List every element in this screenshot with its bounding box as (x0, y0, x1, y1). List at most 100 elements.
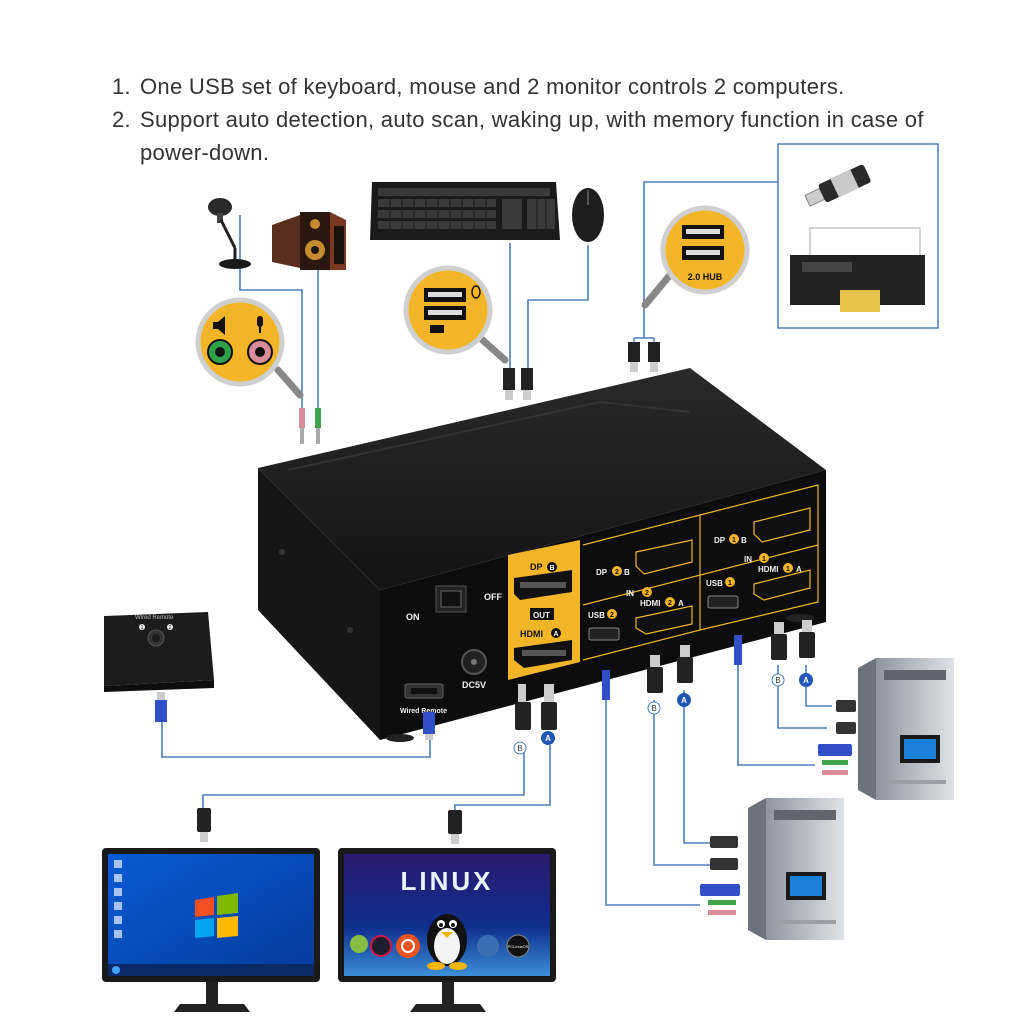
pclinuxos-logo-icon (506, 934, 530, 958)
marker-a-monitor: A (545, 734, 551, 743)
audio-plug-mic (299, 408, 305, 444)
usb-plug-keyboard (503, 368, 515, 400)
monitor-right: LINUX PCLinuxOS (338, 848, 556, 1012)
pc2-dp-num: 2 (615, 569, 619, 576)
dp-plug-pc1 (771, 622, 787, 660)
cable-mic (239, 215, 303, 410)
wired-remote: Wired Remote 1 2 (104, 612, 214, 692)
hub-port-magnifier: 2.0 HUB (641, 205, 750, 309)
hub-devices-panel (777, 143, 939, 329)
cable-markers: B A B A B A (513, 673, 813, 755)
usb-port-magnifier (403, 265, 509, 364)
marker-b-pc2: B (651, 704, 656, 713)
pc1-usb-port[interactable] (707, 595, 739, 609)
mouse-small-icon (471, 285, 481, 299)
hdmi-plug-pc2 (677, 645, 693, 683)
hdmi-plug-pc1 (799, 620, 815, 658)
pc1-dp-num: 1 (732, 537, 736, 544)
mic-small-icon (257, 316, 263, 333)
keyboard-icon (370, 182, 560, 240)
feature-item-1: 1. One USB set of keyboard, mouse and 2 … (112, 70, 972, 103)
mouse-icon (572, 188, 604, 242)
mint-logo-icon (350, 935, 368, 953)
cable-pc2-hdmi (683, 690, 712, 844)
pc2-usb-num: 2 (610, 612, 614, 619)
dp-out-suffix: B (549, 565, 554, 572)
pc1-dp-suffix: B (741, 536, 747, 545)
pc1-in-label: IN (744, 555, 752, 564)
linux-title: LINUX (401, 866, 494, 896)
usb-plug-remote (155, 692, 167, 722)
cable-mouse (527, 245, 589, 370)
marker-b-pc1: B (775, 676, 780, 685)
switch-off-label: OFF (484, 592, 502, 602)
pc2-usb-label: USB (588, 611, 605, 620)
monitor-left (102, 848, 320, 1012)
feature-number-2: 2. (112, 107, 131, 132)
computer-tower-2 (700, 798, 844, 940)
dp-plug-out (515, 684, 531, 730)
printer-icon (790, 227, 925, 312)
hdmi-plug-out (541, 684, 557, 730)
cable-monitor-left (202, 745, 525, 808)
marker-a-pc2: A (681, 696, 687, 705)
switch-on-label: ON (406, 612, 420, 622)
pc2-hdmi-port[interactable] (635, 605, 693, 635)
marker-a-pc1: A (803, 676, 809, 685)
audio-plug-speaker (315, 408, 321, 444)
wired-remote-port-label: Wired Remote (400, 708, 447, 715)
computer-tower-1 (818, 658, 954, 800)
keyboard-small-icon (430, 325, 444, 333)
pc1-hdmi-suffix: A (796, 565, 802, 574)
top-connectors (299, 337, 660, 444)
pc2-dp-suffix: B (624, 568, 630, 577)
pc1-hdmi-port[interactable] (753, 569, 811, 601)
usb-plug-remote-kvm (423, 712, 435, 740)
pc1-dp-label: DP (714, 536, 726, 545)
pc2-usb-port[interactable] (588, 627, 620, 641)
pc1-hdmi-num: 1 (786, 566, 790, 573)
pc2-hdmi-label: HDMI (640, 599, 660, 608)
pc1-usb-num: 1 (728, 580, 732, 587)
remote-title: Wired Remote (135, 615, 174, 621)
cable-pc2-dp (653, 700, 712, 866)
usb-plug-pc1 (734, 635, 742, 665)
audio-port-magnifier (195, 297, 304, 399)
cable-remote (161, 720, 431, 758)
pc2-hdmi-num: 2 (668, 600, 672, 607)
usb-plug-pc2 (602, 670, 610, 700)
bottom-connectors (155, 620, 815, 740)
dp-plug-pc2 (647, 655, 663, 693)
pc2-dp-port[interactable] (635, 539, 693, 575)
feature-item-2: 2. Support auto detection, auto scan, wa… (112, 103, 972, 169)
marker-b-monitor: B (517, 744, 522, 753)
remote-btn2-label: 2 (169, 625, 172, 631)
dp-out-label: DP (530, 562, 543, 572)
pc1-dp-port[interactable] (753, 507, 811, 543)
feature-list: 1. One USB set of keyboard, mouse and 2 … (112, 70, 972, 169)
windows-logo-icon (195, 893, 238, 938)
feature-number-1: 1. (112, 74, 131, 99)
speaker-icon (272, 212, 346, 270)
hdmi-out-label: HDMI (520, 629, 543, 639)
out-label: OUT (533, 611, 550, 620)
hub-label: 2.0 HUB (688, 272, 723, 282)
pc1-hdmi-label: HDMI (758, 565, 778, 574)
cable-pc1-usb (737, 665, 815, 766)
usb-plug-hub-2 (648, 342, 660, 372)
debian-logo-icon (370, 935, 392, 957)
pc1-in-num: 1 (762, 556, 766, 563)
power-port-label: DC5V (462, 680, 486, 690)
usb-plug-mouse (521, 368, 533, 400)
pc2-dp-label: DP (596, 568, 608, 577)
kvm-switch: ON OFF DC5V Wired Remote DP B OUT HDMI A… (258, 368, 826, 742)
monitor-plugs (197, 808, 462, 844)
hdmi-out-suffix: A (553, 631, 558, 638)
pclinuxos-label: PCLinuxOS (508, 944, 529, 949)
pc2-in-label: IN (626, 589, 634, 598)
cable-pc2-usb (605, 700, 700, 906)
feature-text-1: One USB set of keyboard, mouse and 2 mon… (140, 74, 845, 99)
usb-flash-drive-icon (804, 164, 871, 207)
cable-hub (643, 181, 780, 338)
